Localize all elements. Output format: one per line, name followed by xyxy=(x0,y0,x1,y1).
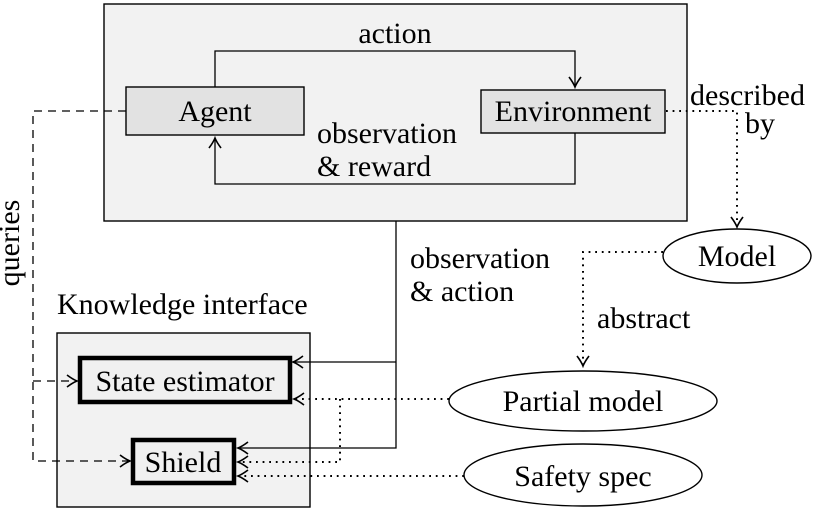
observation-reward-label-line2: & reward xyxy=(317,150,431,183)
queries-label: queries xyxy=(0,200,26,287)
queries-dashed-line-shield xyxy=(32,110,133,468)
partial-model-ellipse xyxy=(448,370,718,432)
abstract-label: abstract xyxy=(597,302,691,335)
described-by-label-line2: by xyxy=(745,107,775,140)
observation-reward-arrow xyxy=(208,133,576,185)
safety-spec-ellipse xyxy=(463,443,703,507)
environment-label: Environment xyxy=(495,95,652,128)
action-arrow xyxy=(214,50,582,90)
described-by-label-line1: described xyxy=(690,79,805,112)
shield-box xyxy=(130,437,237,486)
state-estimator-box xyxy=(77,355,293,405)
shield-label: Shield xyxy=(145,446,222,479)
state-estimator-label: State estimator xyxy=(95,365,274,398)
knowledge-interface-label: Knowledge interface xyxy=(57,288,308,321)
partial-model-label: Partial model xyxy=(503,385,664,418)
agent-label: Agent xyxy=(178,95,252,128)
model-to-partial-model-dotted-arrow xyxy=(576,251,663,369)
model-label: Model xyxy=(698,240,776,273)
observation-reward-label-line1: observation xyxy=(317,117,457,150)
observation-action-label-line2: & action xyxy=(410,275,514,308)
model-ellipse xyxy=(662,228,812,284)
partial-model-to-shield-dotted-arrow xyxy=(235,399,341,469)
action-label: action xyxy=(358,17,431,50)
safety-spec-label: Safety spec xyxy=(514,460,651,493)
obs-action-to-shield-line xyxy=(235,221,397,455)
environment-box xyxy=(480,89,666,134)
observation-action-label-line1: observation xyxy=(410,242,550,275)
agent-box xyxy=(125,86,305,136)
